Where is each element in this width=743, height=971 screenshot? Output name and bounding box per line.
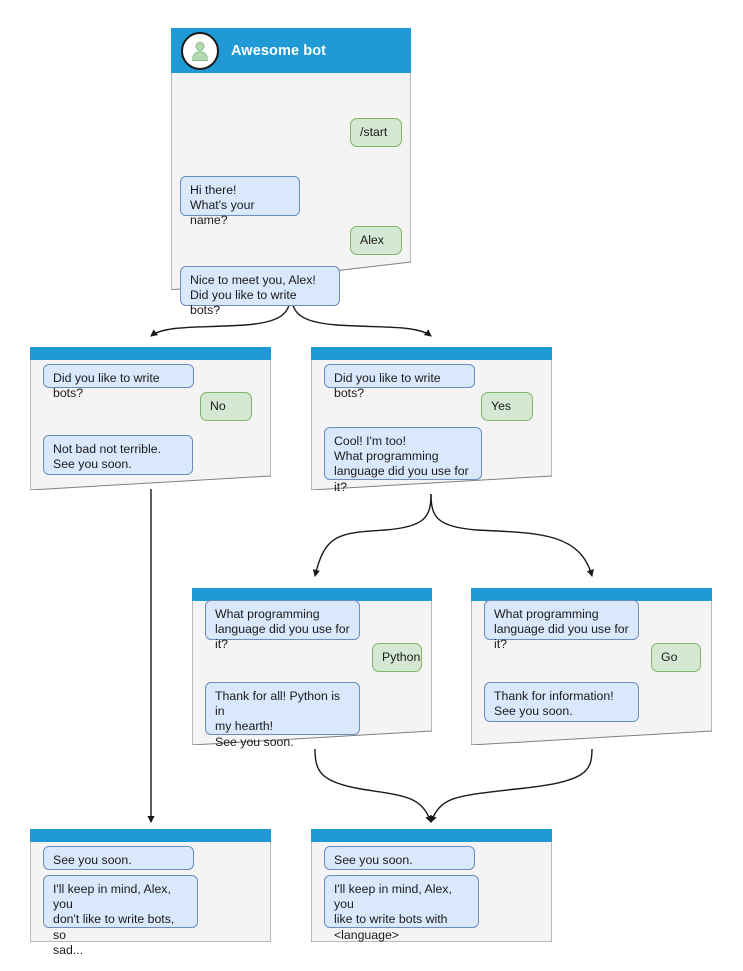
bot-message-bubble: Not bad not terrible. See you soon.: [43, 435, 193, 475]
bot-message-bubble: What programming language did you use fo…: [484, 600, 639, 651]
user-message-bubble: Yes: [481, 392, 533, 421]
person-icon: [192, 41, 208, 61]
node-end-yes[interactable]: See you soon. I'll keep in mind, Alex, y…: [311, 829, 552, 942]
bot-message-bubble: Did you like to write bots?: [324, 364, 475, 400]
bot-message-bubble: Hi there! What's your name?: [180, 176, 300, 227]
bot-message-bubble: Thank for all! Python is in my hearth! S…: [205, 682, 360, 749]
node-answer-yes[interactable]: Did you like to write bots? Yes Cool! I'…: [311, 347, 552, 494]
bot-message-bubble: See you soon.: [43, 846, 194, 870]
node-end-no[interactable]: See you soon. I'll keep in mind, Alex, y…: [30, 829, 271, 957]
node-title-bar-answer-no: [30, 347, 271, 360]
node-title-bar-lang-python: [192, 588, 432, 601]
user-message-bubble: Alex: [350, 226, 402, 255]
user-message-bubble: No: [200, 392, 252, 421]
edge-go-to-end: [429, 748, 593, 824]
bot-message-bubble: I'll keep in mind, Alex, you like to wri…: [324, 875, 479, 942]
node-answer-no[interactable]: Did you like to write bots? No Not bad n…: [30, 347, 271, 490]
user-message-bubble: Python: [372, 643, 422, 672]
bot-message-bubble: Thank for information! See you soon.: [484, 682, 639, 722]
bot-message-bubble: Did you like to write bots?: [43, 364, 194, 400]
bot-message-bubble: Cool! I'm too! What programming language…: [324, 427, 482, 494]
bot-message-bubble: What programming language did you use fo…: [205, 600, 360, 651]
user-message-bubble: /start: [350, 118, 402, 147]
node-title-bar-start: Awesome bot: [171, 28, 411, 73]
node-title-bar-end-no: [30, 829, 271, 842]
bot-message-bubble: Nice to meet you, Alex! Did you like to …: [180, 266, 340, 317]
node-title-bar-answer-yes: [311, 347, 552, 360]
bot-avatar: [181, 31, 219, 70]
user-message-bubble: Go: [651, 643, 701, 672]
edge-yes-to-python: [312, 493, 432, 578]
node-start[interactable]: Awesome bot /start Hi there! What's your…: [171, 28, 411, 317]
edge-python-to-end: [314, 748, 433, 824]
bot-message-bubble: I'll keep in mind, Alex, you don't like …: [43, 875, 198, 957]
node-lang-go[interactable]: What programming language did you use fo…: [471, 588, 712, 745]
bot-name-label: Awesome bot: [231, 42, 327, 59]
node-shape-start: [171, 28, 411, 290]
node-lang-python[interactable]: What programming language did you use fo…: [192, 588, 432, 749]
edge-yes-to-go: [430, 493, 594, 578]
bot-message-bubble: See you soon.: [324, 846, 475, 870]
node-title-bar-end-yes: [311, 829, 552, 842]
node-title-bar-lang-go: [471, 588, 712, 601]
